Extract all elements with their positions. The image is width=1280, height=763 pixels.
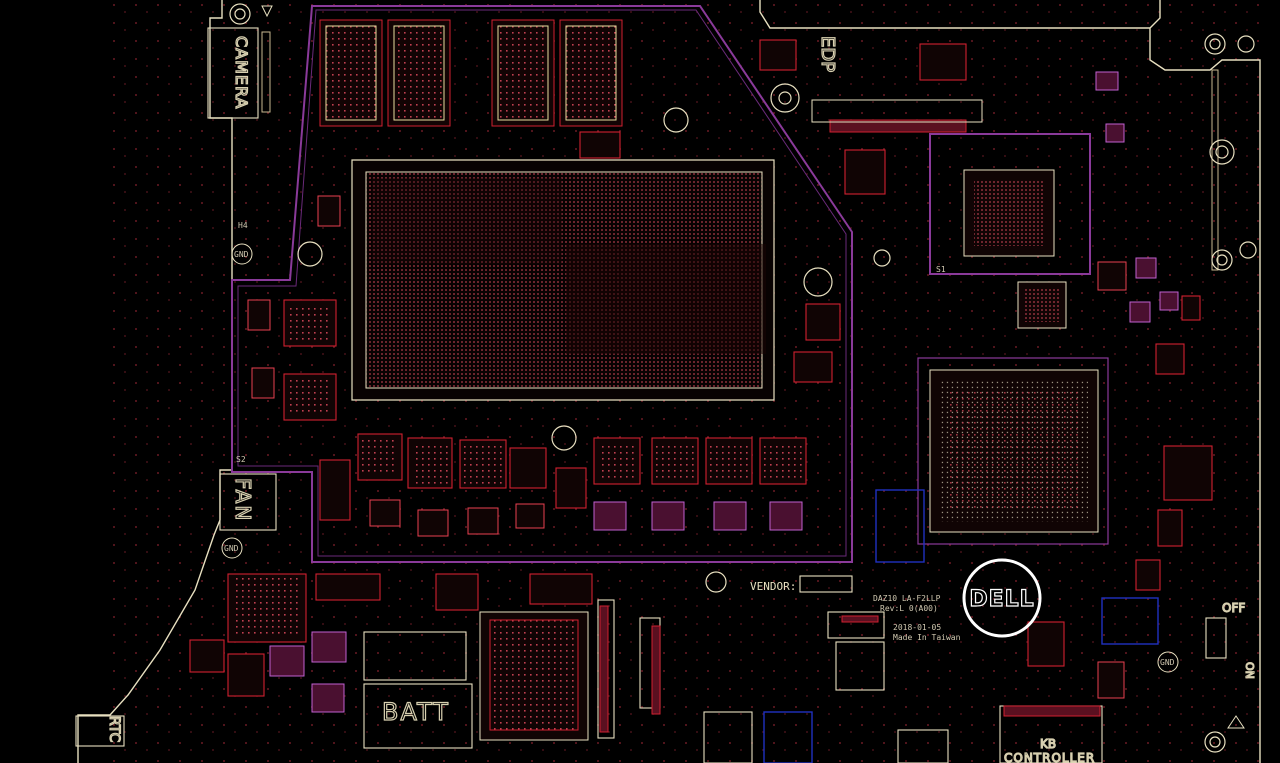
memory-chips [319,19,623,127]
kb-label: KB [1040,737,1056,751]
fpc-connectors [261,31,1219,733]
small-ics [247,195,1127,699]
camera-label: CAMERA [232,36,251,109]
vendor-label: VENDOR: [750,580,796,593]
h4-label: H4 [238,221,248,230]
s1-label: S1 [936,265,946,274]
board-revision: Rev:L 0(A00) [880,604,938,613]
board-date: 2018-01-05 [893,623,941,632]
board-model: DAZ10 LA-F2LLP [873,594,941,603]
gnd-pads: GND GND GND [221,243,1179,673]
gnd-label-2: GND [224,544,239,553]
dell-logo: DELL [962,558,1042,638]
blue-components [763,489,1159,763]
on-label: ON [1243,662,1256,679]
small-bga-chip [1017,281,1067,329]
off-label: OFF [1222,601,1245,615]
batt-label: BATT [382,698,450,726]
wifi-chip [963,169,1055,257]
gpu-shield-outline [917,357,1109,545]
edp-label: EDP [817,36,838,72]
fan-label: FAN [231,478,255,522]
gnd-label-3: GND [1160,658,1175,667]
purple-pad-parts [269,71,1179,713]
connectors [75,27,1227,763]
dell-logo-text: DELL [969,587,1034,612]
ec-chip [479,611,589,741]
controller-label: CONTROLLER [1004,751,1095,763]
rtc-label: RTC [106,716,122,742]
board-origin: Made In Taiwan [893,633,961,642]
pch-chip [929,369,1099,533]
vrm-pads [232,304,802,638]
board-info-block: DAZ10 LA-F2LLP Rev:L 0(A00) 2018-01-05 M… [873,594,961,642]
gnd-label-1: GND [234,250,249,259]
wifi-shield-outline [929,133,1091,275]
cpu-package [351,159,775,401]
orientation-markers [261,5,1245,729]
cpu-shield-inner [237,9,847,557]
mounting-holes [229,3,1257,753]
cpu-shield-outline [231,5,853,563]
s2-label: S2 [236,455,246,464]
